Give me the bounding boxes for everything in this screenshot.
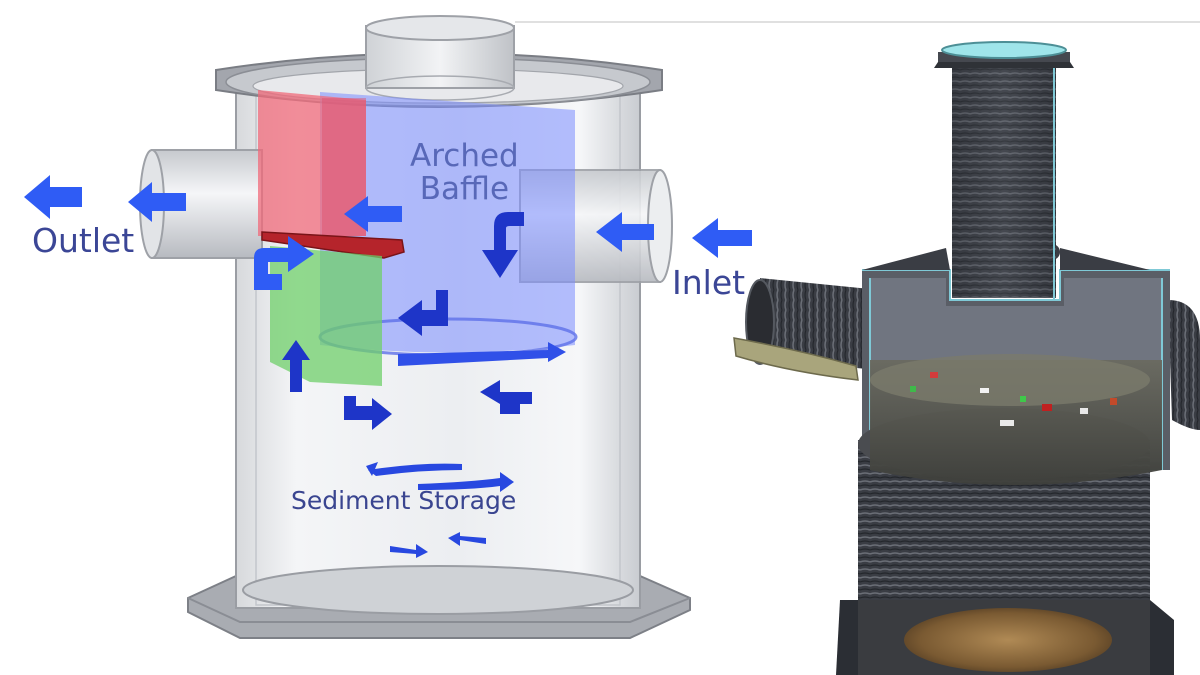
cutaway-render <box>733 41 1200 675</box>
outlet-arrow-icon <box>128 182 186 222</box>
sediment-pile <box>904 608 1112 672</box>
swirl-arrow-icon <box>390 544 428 558</box>
swirl-arrow-icon <box>448 532 486 546</box>
arched-baffle-label-line2: Baffle <box>419 170 510 207</box>
swirl-arrow-icon <box>418 472 514 492</box>
floatable-debris <box>910 372 1117 426</box>
hook-arrow-icon <box>398 290 450 336</box>
up-arrow-icon <box>282 340 310 392</box>
inlet-arrow-icon <box>692 218 752 258</box>
down-arrow-icon <box>482 212 524 278</box>
sediment-storage-label: Sediment Storage <box>291 486 517 515</box>
swirl-arrow-icon <box>344 396 392 430</box>
baffle-arrow-icon <box>344 196 402 232</box>
swirl-arrow-icon <box>480 380 532 414</box>
outlet-chamber <box>258 90 366 236</box>
inlet-label: Inlet <box>672 263 746 302</box>
swirl-arrow-icon <box>368 463 462 476</box>
outlet-arrow-icon <box>24 175 82 219</box>
swirl-arrow-icon <box>398 342 566 366</box>
weir-plate <box>261 231 405 259</box>
arched-baffle-label: Arched Baffle <box>410 140 519 205</box>
flow-arrows <box>24 175 752 558</box>
arched-baffle-label-line1: Arched <box>410 138 519 174</box>
outlet-riser <box>270 246 382 386</box>
outlet-label: Outlet <box>32 221 135 260</box>
inlet-arrow-icon <box>596 212 654 252</box>
riser-arrow-icon <box>254 236 314 290</box>
